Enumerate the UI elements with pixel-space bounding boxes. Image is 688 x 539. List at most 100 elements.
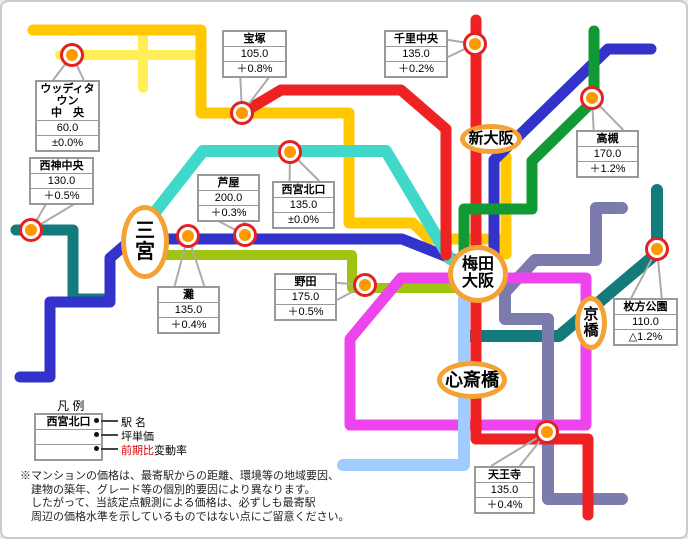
legend-dot (94, 432, 99, 437)
rail-line-teal-keihan-east (465, 184, 663, 342)
legend-dot (94, 446, 99, 451)
station-change-rate: ＋0.4% (486, 499, 523, 511)
station-price: 135.0 (386, 47, 446, 62)
hub-oval-umeda-osaka: 梅田 大阪 (448, 245, 508, 303)
station-marker-takatsuki (586, 92, 598, 104)
rail-line-red-main-lower (470, 246, 594, 521)
legend-sample-box: 西宮北口 (34, 413, 103, 461)
leader-line-nishinomiya-kitaguchi (289, 151, 320, 182)
hub-oval-shinsaibashi: 心斎橋 (437, 361, 507, 399)
legend-connector (101, 434, 118, 436)
station-price: 110.0 (615, 315, 676, 330)
station-marker-woodytown-chuo (66, 49, 78, 61)
legend-title: 凡 例 (57, 399, 85, 413)
station-change-rate: △1.2% (628, 331, 663, 343)
station-price: 60.0 (37, 121, 98, 136)
station-name: 枚方公園 (615, 300, 676, 315)
station-marker-senri-chuo (469, 38, 481, 50)
legend-label-change-suffix: 変動率 (154, 445, 187, 457)
station-price: 135.0 (476, 483, 533, 498)
station-marker-takarazuka (236, 107, 248, 119)
station-marker-nishinomiya-kitaguchi (284, 146, 296, 158)
station-change-rate: ＋0.8% (236, 63, 273, 75)
station-price: 170.0 (578, 147, 637, 162)
station-change-rate: ±0.0% (51, 137, 84, 149)
station-name: 宝塚 (224, 32, 285, 47)
legend-sample-price-row (36, 430, 101, 445)
legend-connector (101, 420, 118, 422)
station-change-rate: ＋0.4% (170, 319, 207, 331)
legend-connector (101, 448, 118, 450)
station-marker-ashiya (239, 229, 251, 241)
station-change-rate: ＋0.2% (397, 63, 435, 75)
station-price: 135.0 (159, 303, 218, 318)
legend: 凡 例 西宮北口 駅 名 坪単価 前期比変動率 (32, 397, 272, 475)
station-name: 野田 (276, 275, 335, 290)
rail-line-lime-line (138, 250, 463, 293)
leader-line-takarazuka (241, 74, 272, 114)
station-price: 200.0 (199, 191, 258, 206)
station-name: 天王寺 (476, 468, 533, 483)
legend-label-price: 坪単価 (121, 431, 154, 443)
station-price: 135.0 (274, 198, 333, 213)
station-name: 西神中央 (31, 159, 92, 174)
hub-oval-shin-osaka: 新大阪 (460, 124, 522, 154)
legend-label-change: 前期比変動率 (121, 442, 187, 458)
legend-label-station: 駅 名 (121, 417, 147, 429)
rail-line-blue-jr-line (14, 43, 657, 383)
leader-line-nada (173, 235, 189, 287)
leader-line-hirakata-koen (630, 248, 658, 299)
leader-line-tennoji (490, 431, 548, 467)
station-marker-tennoji (541, 426, 553, 438)
station-name: 芦屋 (199, 176, 258, 191)
station-marker-hirakata-koen (651, 243, 663, 255)
station-price: 105.0 (224, 47, 285, 62)
rail-line-green-takatsuki-line (458, 25, 600, 260)
station-name: 高槻 (578, 132, 637, 147)
legend-dot (94, 418, 99, 423)
station-change-rate: ＋1.2% (589, 163, 626, 175)
rail-line-slate-purple-line (499, 202, 628, 505)
leader-line-seishin-chuo (30, 201, 79, 231)
station-price: 130.0 (31, 174, 92, 189)
station-name: 灘 (159, 288, 218, 303)
rail-line-red-takarazuka-line (238, 84, 452, 261)
station-change-rate: ±0.0% (287, 214, 320, 226)
station-price: 175.0 (276, 290, 335, 305)
leader-line-hirakata-koen (656, 248, 663, 299)
leader-line-takarazuka (239, 74, 243, 114)
station-change-rate: ＋0.5% (43, 190, 80, 202)
rail-line-lightblue-line (337, 293, 470, 471)
station-marker-nada (182, 230, 194, 242)
legend-sample-change-row (36, 445, 101, 459)
station-name: 千里中央 (386, 32, 446, 47)
legend-sample-station-name: 西宮北口 (36, 415, 101, 430)
rail-line-magenta-loop-line (344, 272, 592, 431)
station-marker-seishin-chuo (25, 224, 37, 236)
station-change-rate: ＋0.5% (287, 306, 324, 318)
hub-oval-kyobashi: 京 橋 (575, 296, 607, 350)
station-marker-noda (359, 279, 371, 291)
leader-line-takatsuki (591, 97, 624, 131)
legend-label-change-prefix: 前期比 (121, 445, 154, 457)
hub-oval-sannomiya: 三 宮 (121, 205, 169, 279)
rail-line-seishin-teal-west (10, 224, 114, 305)
station-change-rate: ＋0.3% (210, 207, 247, 219)
leader-line-tennoji (518, 431, 548, 467)
leader-line-nada (187, 235, 206, 287)
footnote-text: ※マンションの価格は、最寄駅からの距離、環境等の地域要因、 建物の築年、グレード… (20, 470, 350, 523)
station-name: 西宮北口 (274, 183, 333, 198)
